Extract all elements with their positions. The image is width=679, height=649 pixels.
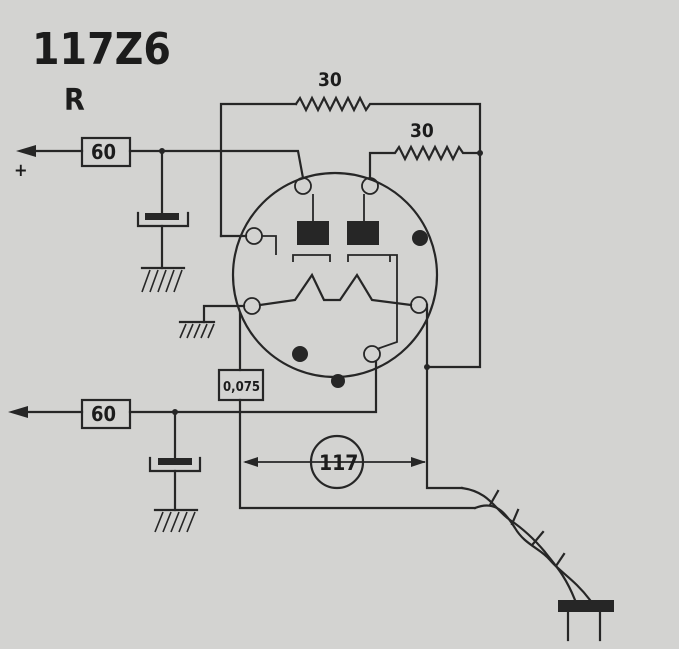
pin-heater-1 (243, 297, 261, 315)
junction-feed (424, 364, 430, 370)
pin-cathode-1 (245, 227, 263, 245)
mains-plug-icon (558, 600, 614, 642)
pin-cathode-2 (363, 345, 381, 363)
resistor-pilot-label: 0,075 (223, 380, 260, 395)
twisted-cord (460, 486, 592, 602)
wire-top-left (219, 102, 298, 238)
ground-heater-icon (178, 320, 216, 339)
wire-upper-output (128, 149, 305, 180)
cathode-1 (262, 235, 331, 262)
resistor-60-lower (80, 398, 132, 430)
capacitor-upper-plate (145, 213, 179, 220)
resistor-60-upper-label: 60 (91, 140, 116, 164)
cord-strand-1 (460, 486, 577, 602)
wire-lower-output (128, 360, 378, 414)
pin-heater-2 (410, 296, 428, 314)
cord-strand-2 (473, 504, 592, 602)
resistor-30-lower-label: 30 (410, 120, 434, 142)
pilot-lower-lead (238, 398, 477, 510)
tube-type-label: 117Z6 (32, 24, 171, 75)
resistor-60-lower-label: 60 (91, 402, 116, 426)
ground-upper-icon (140, 266, 186, 293)
voltage-arrow-left-icon (243, 457, 258, 467)
capacitor-upper (136, 211, 190, 228)
right-feed-wire (425, 303, 464, 490)
ground-lower-icon (153, 508, 199, 533)
heater-ground-wire (202, 304, 246, 324)
plus-sign: + (14, 160, 28, 181)
pin-plate-1 (294, 177, 312, 195)
voltage-label: 117 (319, 451, 358, 475)
tube-envelope (231, 171, 439, 379)
ground-lower-hatch (154, 511, 196, 533)
voltage-circle (309, 434, 365, 490)
capacitor-lower (148, 456, 202, 473)
voltage-arrow-right-icon (411, 457, 426, 467)
pin-unused-2 (292, 346, 308, 362)
output-lower-arrow-icon (8, 406, 28, 418)
plug-body (558, 600, 614, 612)
capacitor-lower-plate (158, 458, 192, 465)
plate-2 (347, 221, 379, 245)
tube-suffix-label: R (64, 83, 85, 118)
output-upper-arrow-icon (16, 145, 36, 157)
ground-heater-hatch (179, 323, 215, 339)
plug-pins (566, 610, 602, 642)
plate-1 (297, 221, 329, 245)
resistor-30-upper-label: 30 (318, 69, 342, 91)
resistor-30-lower (368, 144, 482, 180)
tube-pins (243, 177, 428, 388)
pin-unused-1 (412, 230, 428, 246)
pin-plate-2 (361, 177, 379, 195)
junction-right (477, 150, 483, 156)
resistor-30-upper (294, 95, 482, 369)
heater-filament (258, 272, 413, 307)
cathode-2 (347, 254, 398, 350)
pin-key (331, 374, 345, 388)
ground-upper-hatch (141, 269, 183, 293)
cord-twists (488, 489, 566, 568)
